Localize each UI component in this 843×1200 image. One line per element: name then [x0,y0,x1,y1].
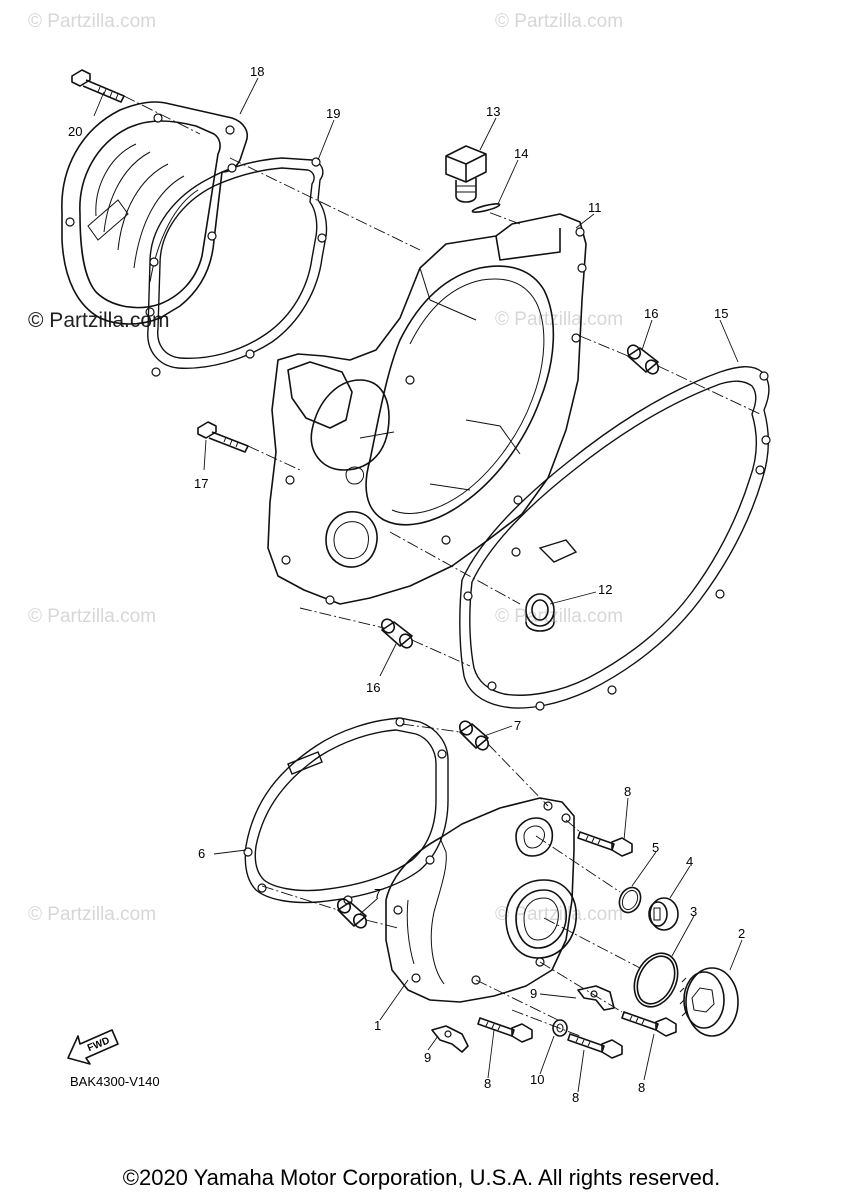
callout-16-lower: 16 [366,680,380,695]
callout-17: 17 [194,476,208,491]
part-16-dowel-lower [380,618,414,649]
part-3-o-ring-large [633,952,679,1008]
part-10-washer [552,1019,568,1037]
watermark-bottom-left: © Partzilla.com [28,904,156,925]
callout-7-lower: 7 [374,886,381,901]
callout-10: 10 [530,1072,544,1087]
part-8-bolt-b [477,1017,533,1043]
part-12-oil-seal [525,593,555,632]
part-20-bolt [71,69,125,103]
fwd-label: FWD [86,1035,111,1054]
copyright-notice: ©2020 Yamaha Motor Corporation, U.S.A. A… [122,1165,721,1190]
watermark-top-right: © Partzilla.com [495,11,623,32]
callout-8-c: 8 [572,1090,579,1105]
watermark-mid-right: © Partzilla.com [495,309,623,330]
watermark-top-left: © Partzilla.com [28,11,156,32]
part-18-outer-cover [61,101,248,325]
part-15-gasket [459,366,771,711]
callout-4: 4 [686,854,693,869]
callout-11: 11 [588,200,602,215]
callout-20: 20 [68,124,82,139]
callout-8-d: 8 [638,1080,645,1095]
callouts: 20 18 19 13 14 11 16 15 17 12 16 7 6 8 5… [68,64,745,1105]
part-2-plug-large [679,967,739,1037]
callout-18: 18 [250,64,264,79]
callout-6: 6 [198,846,205,861]
callout-3: 3 [690,904,697,919]
callout-16-upper: 16 [644,306,658,321]
callout-19: 19 [326,106,340,121]
callout-7-upper: 7 [514,718,521,733]
callout-1: 1 [374,1018,381,1033]
watermark-center-right: © Partzilla.com [495,606,623,627]
part-9-clip-left [431,1025,469,1053]
forward-arrow-icon: FWD [67,1029,119,1065]
part-9-clip-right [577,985,615,1011]
part-6-gasket [243,717,449,905]
callout-9-right: 9 [530,986,537,1001]
part-8-bolt-d [621,1011,677,1037]
watermark-dark: © Partzilla.com [28,309,170,332]
watermark-bottom-right: © Partzilla.com [495,904,623,925]
watermark-center-left: © Partzilla.com [28,606,156,627]
callout-12: 12 [598,582,612,597]
part-4-plug-small [648,897,679,931]
part-19-gasket [147,157,328,377]
callout-2: 2 [738,926,745,941]
part-7-dowel-lower [336,898,368,929]
part-14-o-ring [471,203,501,213]
callout-14: 14 [514,146,528,161]
part-8-bolt-c [567,1033,623,1059]
part-1-clutch-cover [385,797,577,1003]
part-7-dowel-upper [458,720,490,751]
callout-5: 5 [652,840,659,855]
part-11-crankcase-cover [267,213,587,605]
assembly-axes [123,95,761,1037]
callout-8-b: 8 [484,1076,491,1091]
part-13-oil-plug [445,145,487,203]
callout-8-a: 8 [624,784,631,799]
callout-15: 15 [714,306,728,321]
part-8-bolt-a [577,831,633,857]
diagram-code: BAK4300-V140 [70,1074,160,1089]
callout-9-left: 9 [424,1050,431,1065]
callout-13: 13 [486,104,500,119]
part-5-o-ring-small [618,886,642,914]
part-16-dowel-upper [626,344,660,375]
part-17-bolt [197,421,249,453]
leader-lines [93,77,743,1093]
